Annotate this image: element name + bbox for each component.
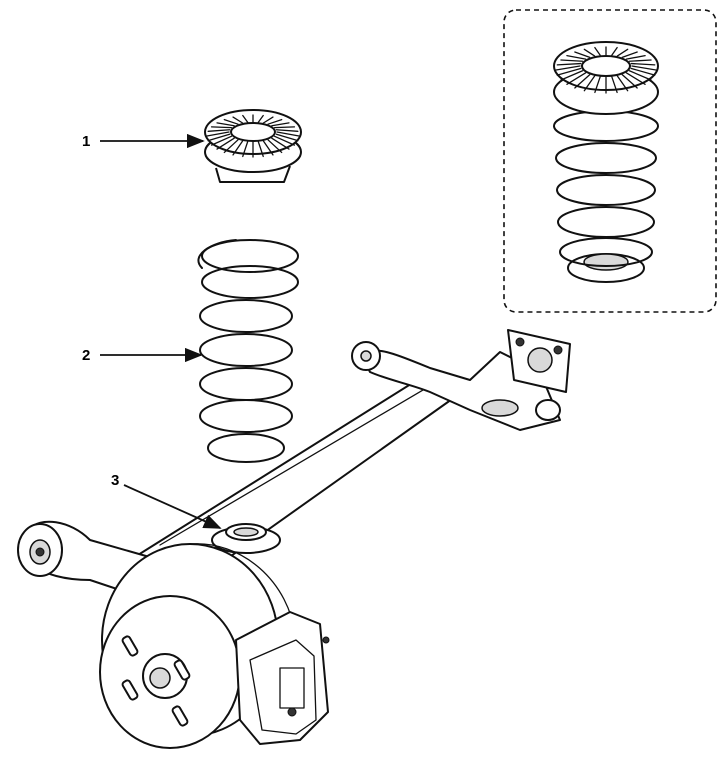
seat-rib bbox=[271, 137, 290, 150]
seat-rib bbox=[257, 114, 264, 123]
seat-rib bbox=[273, 126, 296, 129]
seat-rib bbox=[242, 141, 249, 158]
seat-rib bbox=[242, 114, 249, 123]
seat-rib bbox=[275, 129, 299, 132]
seat-rib bbox=[267, 139, 283, 154]
seat-rib bbox=[628, 59, 652, 62]
seat-rib bbox=[207, 133, 231, 142]
seat-rib bbox=[267, 118, 283, 125]
seat-rib bbox=[223, 139, 239, 154]
seat-rib bbox=[574, 73, 591, 89]
seat-rib bbox=[616, 75, 629, 92]
callout-leader-3 bbox=[123, 484, 222, 529]
seat-rib bbox=[556, 62, 582, 66]
seat-rib bbox=[276, 131, 300, 137]
coil-spring bbox=[197, 239, 299, 463]
seat-rib bbox=[594, 46, 601, 56]
seat-rib bbox=[273, 135, 296, 146]
brake-caliper bbox=[235, 611, 330, 745]
seat-rib bbox=[257, 141, 264, 158]
seat-rib bbox=[271, 122, 290, 127]
callout-label-2: 2 bbox=[82, 347, 91, 364]
seat-rib bbox=[566, 72, 587, 85]
seat-rib bbox=[556, 67, 582, 76]
seat-rib bbox=[625, 72, 646, 85]
seat-rib bbox=[630, 67, 656, 76]
callout-label-1: 1 bbox=[82, 133, 91, 150]
seat-rib bbox=[210, 135, 233, 146]
seat-rib bbox=[583, 75, 596, 92]
brake-drum bbox=[99, 543, 297, 749]
seat-rib bbox=[566, 55, 587, 60]
seat-rib bbox=[628, 70, 652, 81]
lower-spring-seat bbox=[211, 523, 281, 554]
seat-rib bbox=[574, 51, 591, 59]
seat-rib bbox=[621, 73, 638, 89]
seat-rib bbox=[611, 46, 618, 56]
seat-rib bbox=[216, 122, 235, 127]
rear-axle-beam bbox=[129, 329, 571, 579]
seat-rib bbox=[207, 129, 231, 132]
seat-rib bbox=[625, 55, 646, 60]
seat-rib bbox=[216, 137, 235, 150]
seat-rib bbox=[583, 48, 596, 57]
seat-rib bbox=[275, 133, 299, 142]
seat-rib bbox=[621, 51, 638, 59]
seat-rib bbox=[223, 118, 239, 125]
seat-rib bbox=[594, 76, 601, 94]
seat-rib bbox=[560, 59, 584, 62]
seat-rib bbox=[616, 48, 629, 57]
seat-rib bbox=[210, 126, 233, 129]
seat-rib bbox=[560, 70, 584, 81]
seat-rib bbox=[611, 76, 618, 94]
seat-rib bbox=[631, 65, 657, 71]
callout-label-3: 3 bbox=[111, 472, 120, 489]
assembled-spring-inset bbox=[503, 9, 717, 313]
seat-rib bbox=[262, 116, 274, 124]
seat-rib bbox=[206, 131, 230, 137]
upper-spring-seat bbox=[204, 109, 302, 183]
seat-rib bbox=[262, 140, 274, 156]
seat-rib bbox=[232, 140, 244, 156]
seat-rib bbox=[555, 65, 581, 71]
seat-rib bbox=[630, 62, 656, 66]
seat-rib bbox=[232, 116, 244, 124]
